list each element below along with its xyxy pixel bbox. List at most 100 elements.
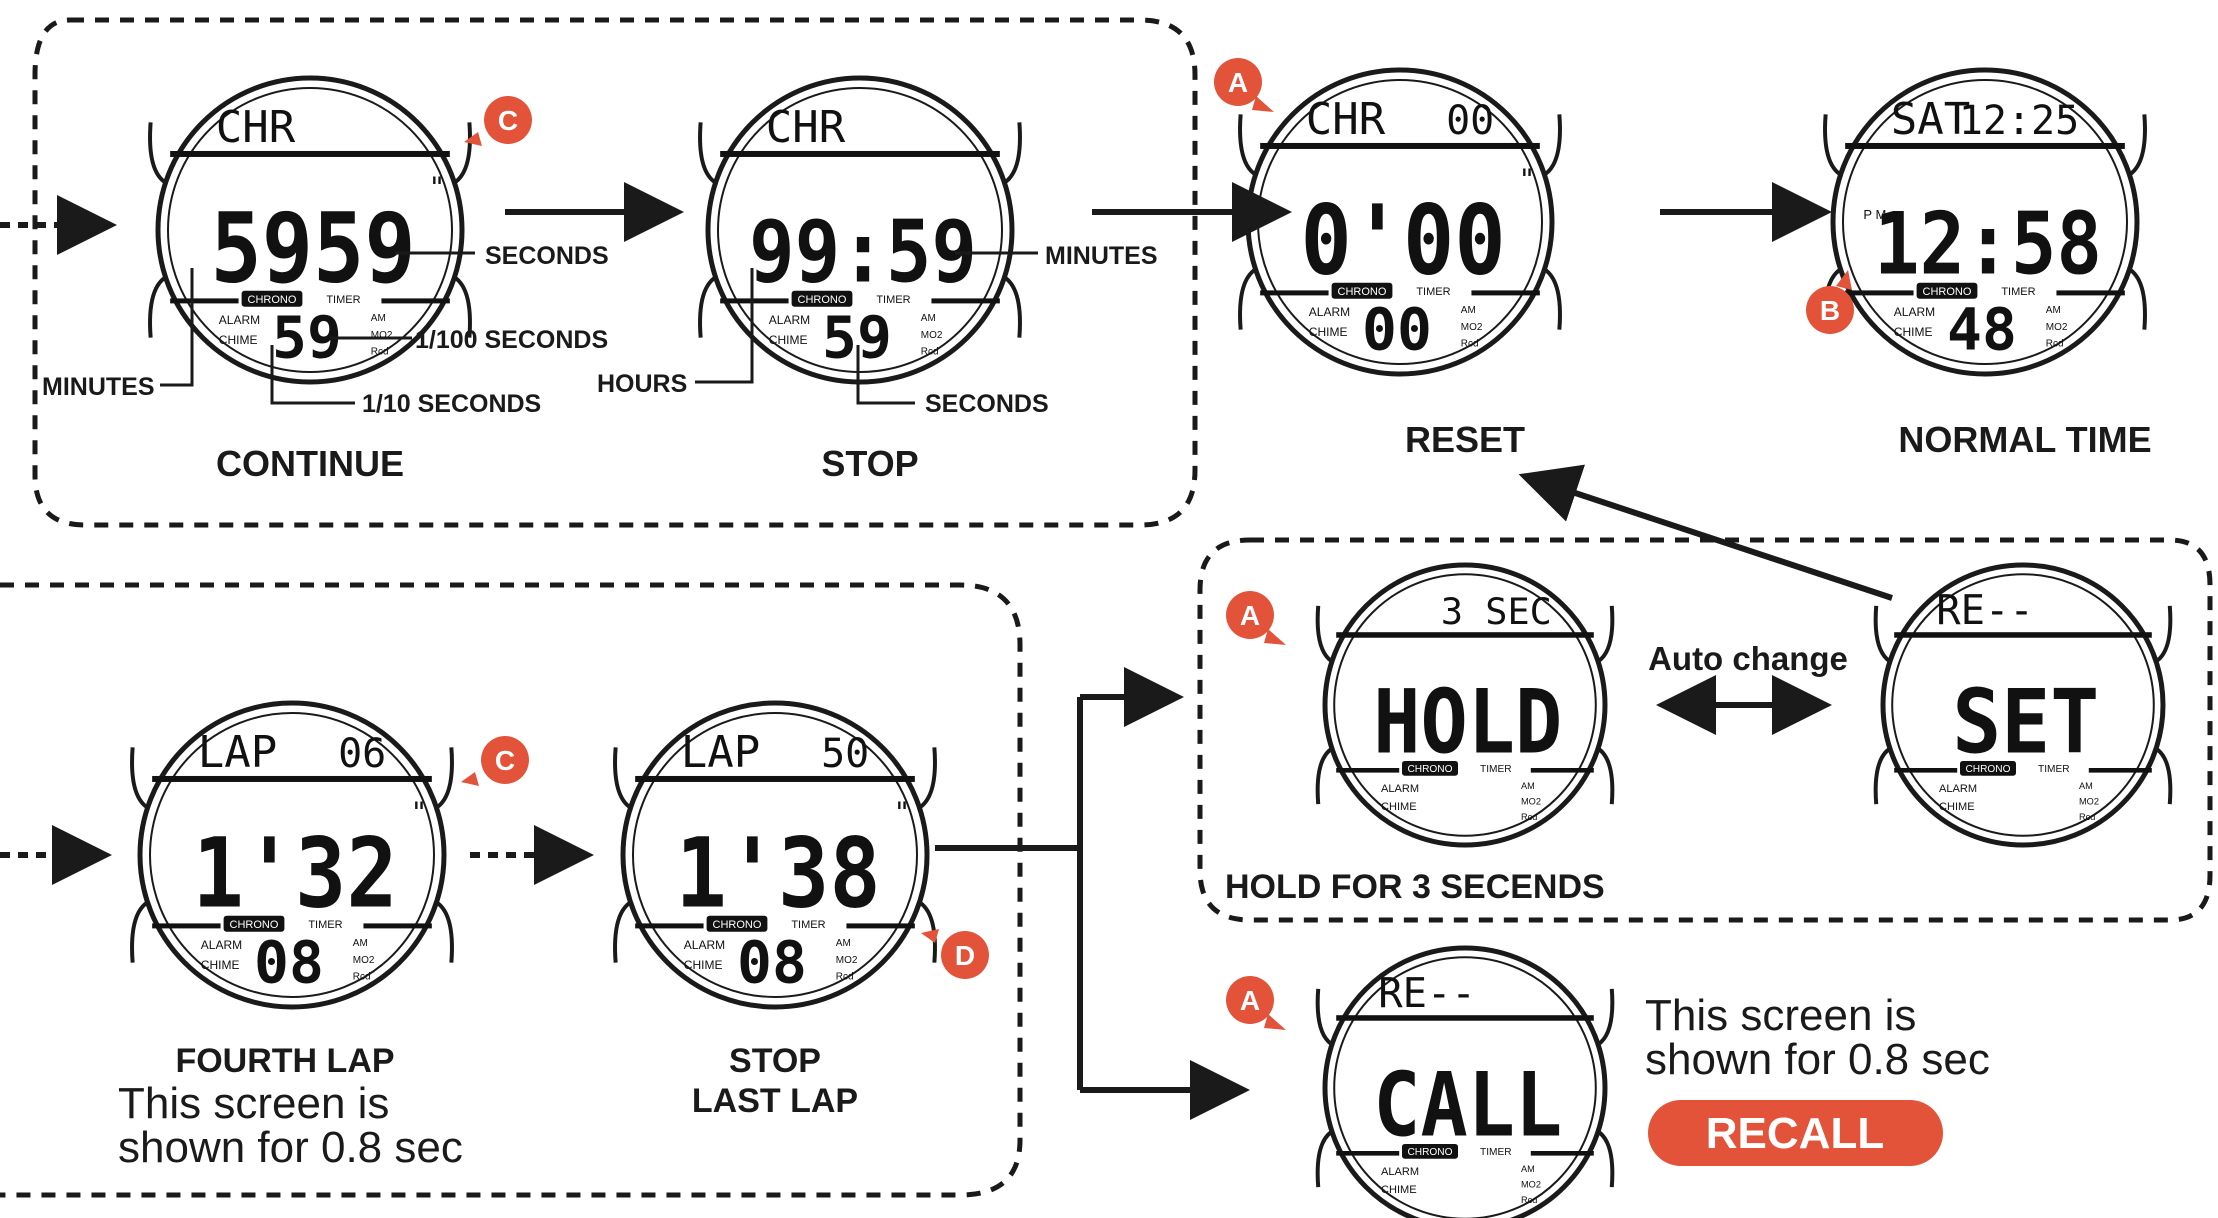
- badge-a-recall: A: [1226, 976, 1286, 1030]
- arrow-set-to-reset: [1518, 464, 1893, 601]
- label-stop: STOP: [821, 443, 918, 484]
- lcd-top-left: CHR: [216, 102, 296, 153]
- mode-mark-1: AM: [921, 313, 936, 324]
- timer-label: TIMER: [2001, 286, 2035, 298]
- lcd-main-digits: 5959: [210, 193, 415, 305]
- label-hold-3s: HOLD FOR 3 SECENDS: [1225, 868, 1605, 906]
- chrono-label: CHRONO: [1338, 286, 1387, 298]
- leader-hours: [695, 268, 754, 384]
- label-reset: RESET: [1405, 419, 1525, 460]
- timer-label: TIMER: [1416, 286, 1450, 298]
- badge-b-normal: B: [1806, 270, 1854, 334]
- recall-button: RECALL: [1648, 1100, 1943, 1166]
- label-fourth-lap: FOURTH LAP: [175, 1042, 394, 1080]
- mode-mark-1: AM: [2046, 305, 2061, 316]
- lcd-main-digits: HOLD: [1373, 671, 1562, 774]
- lcd-bottom-digits: 08: [737, 929, 807, 997]
- chrono-label: CHRONO: [1966, 764, 2011, 775]
- mode-mark-2: MO2: [1521, 796, 1541, 806]
- timer-label: TIMER: [2038, 764, 2070, 775]
- note-recall-line-2: shown for 0.8 sec: [1645, 1035, 1990, 1084]
- watch-inner-ring: [1333, 956, 1597, 1218]
- chrono-indicator: [1331, 282, 1393, 299]
- lcd-separator-right: [931, 298, 1000, 304]
- callout-seconds-2: SECONDS: [925, 390, 1049, 418]
- mode-mark-1: AM: [1521, 781, 1535, 791]
- mode-mark-2: MO2: [836, 955, 858, 966]
- lcd-separator-left: [1894, 768, 1958, 773]
- label-normal-time: NORMAL TIME: [1898, 419, 2151, 460]
- label-continue: CONTINUE: [216, 443, 404, 484]
- mode-mark-2: MO2: [371, 330, 393, 341]
- alarm-label: ALARM: [1381, 783, 1419, 795]
- watch-inner-ring: [1891, 573, 2155, 837]
- mode-mark-3: Rcd: [921, 347, 939, 358]
- lcd-main-sup: ": [429, 171, 446, 204]
- mode-mark-1: AM: [353, 938, 368, 949]
- alarm-label: ALARM: [684, 938, 725, 952]
- chime-label: CHIME: [1381, 801, 1417, 813]
- mode-mark-2: MO2: [1461, 322, 1483, 333]
- lcd-separator-top: [720, 150, 1000, 157]
- svg-text:B: B: [1820, 295, 1840, 326]
- lcd-top-left: RE--: [1936, 586, 2034, 634]
- label-auto-change: Auto change: [1648, 640, 1848, 677]
- lcd-main-digits: 12:58: [1874, 195, 2102, 295]
- label-stop-last-2: LAST LAP: [692, 1082, 858, 1120]
- mode-mark-1: AM: [1521, 1164, 1535, 1174]
- mode-mark-2: MO2: [2079, 796, 2099, 806]
- group-box-chrono-run: [32, 17, 1198, 528]
- badge-d-last: D: [921, 929, 989, 979]
- lcd-bottom-digits: 08: [254, 929, 324, 997]
- lcd-separator-top: [1894, 632, 2152, 638]
- callout-minutes-1: MINUTES: [42, 373, 155, 401]
- lcd-top-left: RE--: [1378, 969, 1476, 1017]
- chrono-label: CHRONO: [1408, 1147, 1453, 1158]
- lcd-top-left: CHR: [766, 102, 846, 153]
- lcd-top-right: 12:25: [1959, 98, 2079, 144]
- chrono-label: CHRONO: [1923, 286, 1972, 298]
- lcd-bottom-digits: 48: [1947, 296, 2017, 364]
- lcd-top-right: 06: [338, 731, 386, 777]
- lcd-main-sup: ": [411, 796, 428, 829]
- lcd-separator-left: [720, 298, 789, 304]
- chrono-indicator: [706, 915, 768, 932]
- mode-mark-2: MO2: [2046, 322, 2068, 333]
- lcd-main-digits: 1'38: [675, 818, 880, 930]
- group-box-hold: [1197, 537, 2213, 923]
- callout-minutes-2: MINUTES: [1045, 242, 1158, 270]
- chime-label: CHIME: [1309, 325, 1348, 339]
- mode-mark-3: Rcd: [371, 347, 389, 358]
- alarm-label: ALARM: [219, 313, 260, 327]
- chrono-label: CHRONO: [230, 919, 279, 931]
- lcd-separator-top: [1336, 1015, 1594, 1021]
- timer-label: TIMER: [1480, 764, 1512, 775]
- chrono-indicator: [1960, 761, 2016, 776]
- mode-mark-3: Rcd: [2046, 339, 2064, 350]
- callout-hours: HOURS: [597, 370, 687, 398]
- lcd-top-left: LAP: [681, 727, 760, 778]
- callout-seconds-1: SECONDS: [485, 242, 609, 270]
- lcd-separator-left: [1336, 768, 1400, 773]
- leader-seconds-2: [856, 345, 915, 405]
- mode-mark-1: AM: [2079, 781, 2093, 791]
- chrono-indicator: [791, 290, 853, 307]
- watch-inner-ring: [1333, 573, 1597, 837]
- svg-text:C: C: [495, 745, 515, 776]
- note-recall-line-1: This screen is: [1645, 991, 1916, 1040]
- lcd-separator-left: [1260, 290, 1329, 296]
- lcd-main-digits: 99:59: [749, 203, 977, 303]
- lcd-top-left: LAP: [198, 727, 277, 778]
- mode-mark-1: AM: [836, 938, 851, 949]
- lcd-separator-right: [1530, 1151, 1594, 1156]
- chime-label: CHIME: [1381, 1184, 1417, 1196]
- badge-c-fourth: C: [461, 736, 529, 786]
- svg-text:C: C: [498, 105, 518, 136]
- mode-mark-3: Rcd: [1521, 1195, 1537, 1205]
- recall-button-label: RECALL: [1706, 1109, 1884, 1158]
